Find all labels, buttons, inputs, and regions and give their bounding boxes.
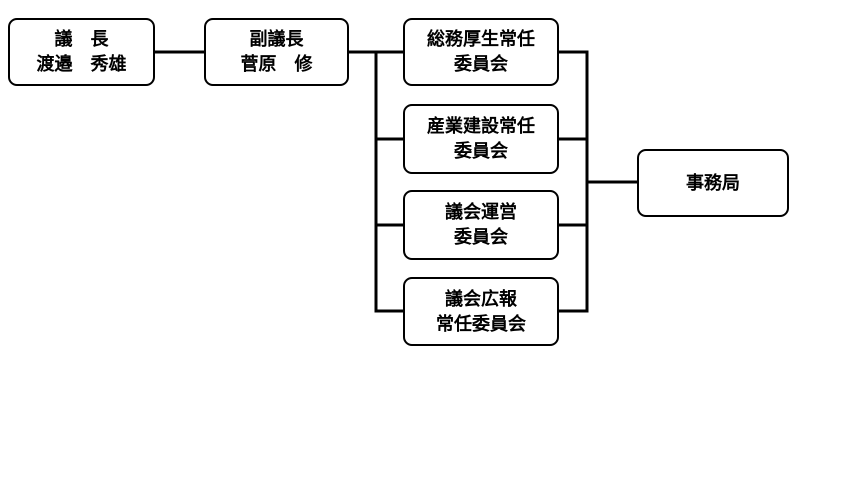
committee-label-line1: 総務厚生常任 [427,29,535,50]
vice-chair-title: 副議長 [249,29,304,50]
secretariat-box: 事務局 [637,149,789,217]
chair-box: 議 長 渡邉 秀雄 [8,18,155,86]
committee-box-assembly-management: 議会運営 委員会 [403,190,559,260]
secretariat-label: 事務局 [686,172,740,194]
committee-box-public-relations: 議会広報 常任委員会 [403,277,559,346]
committee-label-line2: 委員会 [454,227,508,248]
committee-label-line1: 議会運営 [445,202,517,223]
committee-box-general-affairs-welfare: 総務厚生常任 委員会 [403,18,559,86]
committee-label-line1: 議会広報 [445,288,517,310]
committee-label-line1: 産業建設常任 [427,116,535,137]
committee-label-line2: 委員会 [454,54,508,75]
chair-name: 渡邉 秀雄 [36,54,127,75]
vice-chair-box: 副議長 菅原 修 [204,18,349,86]
vice-chair-name: 菅原 修 [240,54,313,75]
committee-box-industry-construction: 産業建設常任 委員会 [403,104,559,174]
chair-title: 議 長 [54,29,109,50]
committee-label-line2: 常任委員会 [436,313,526,335]
committee-label-line2: 委員会 [454,141,508,162]
